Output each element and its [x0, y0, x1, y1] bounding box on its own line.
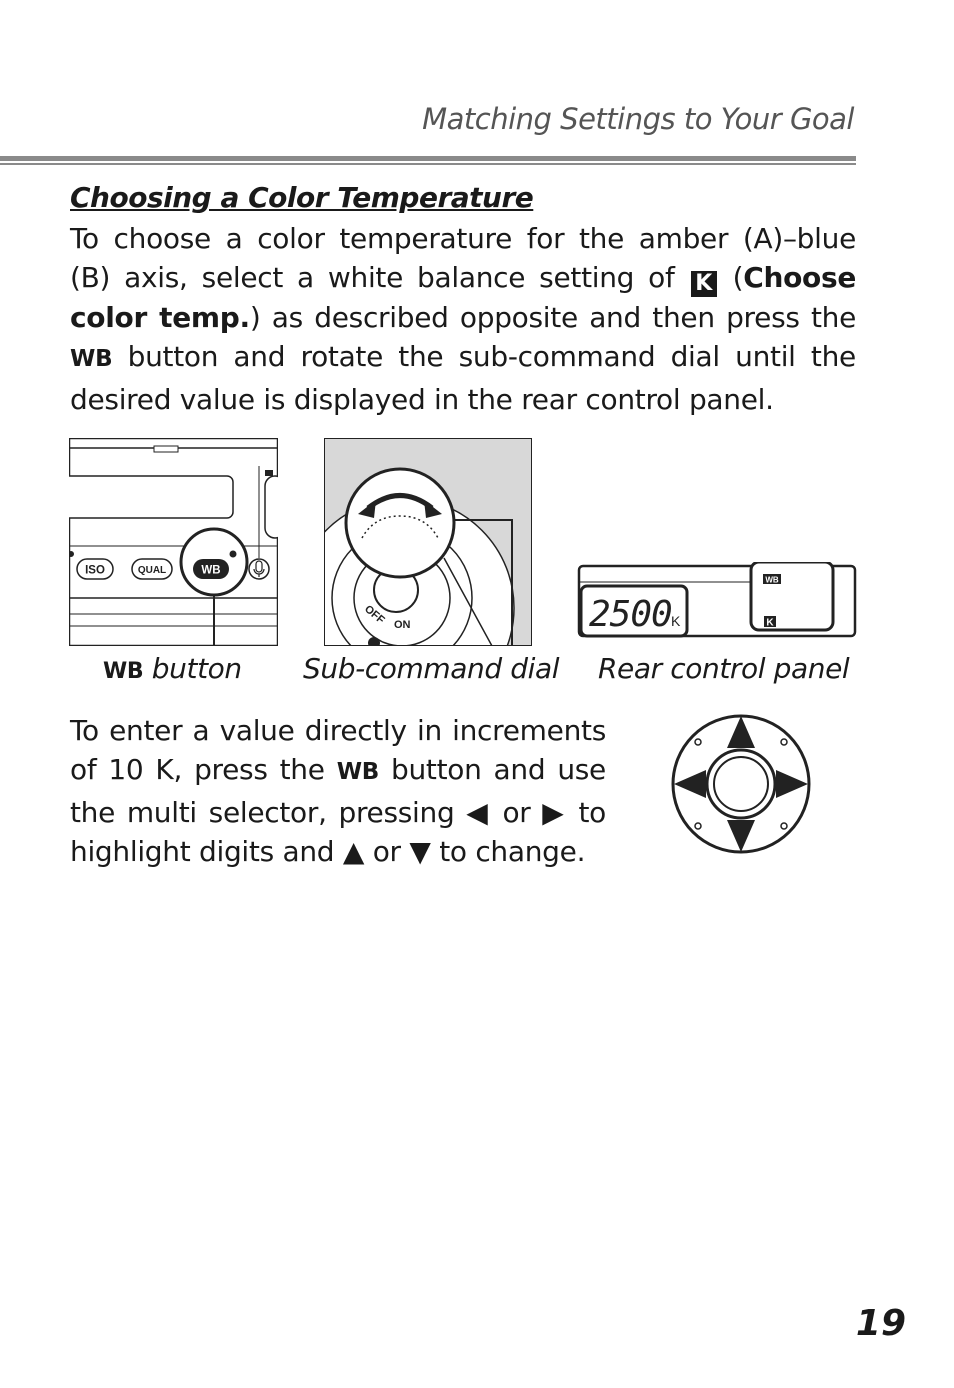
menu-option-label: Choose color temp. — [70, 261, 857, 334]
header-rule-thin — [0, 163, 856, 165]
intro-paragraph: To choose a color temperature for the am… — [70, 222, 857, 416]
wb-button-caption: WB button — [103, 652, 242, 685]
iso-label: ISO — [85, 565, 105, 577]
wb-key-glyph: WB — [103, 659, 144, 684]
page-number: 19 — [855, 1303, 906, 1344]
multi-selector-icon — [671, 714, 811, 854]
section-heading: Choosing a Color Temperature — [70, 181, 534, 214]
wb-key-glyph: WB — [70, 346, 113, 373]
right-arrow-icon: ▶ — [542, 795, 567, 829]
wb-button-illustration: ISO QUAL WB — [69, 438, 278, 646]
rear-control-panel-caption: Rear control panel — [598, 652, 850, 685]
sub-command-dial-caption: Sub-command dial — [303, 652, 560, 685]
wb-button-label: WB — [201, 565, 220, 577]
header-rule — [0, 156, 856, 161]
rear-control-panel-illustration: 2500 K WB K — [577, 562, 857, 638]
sub-command-dial-illustration: OFF ON — [324, 438, 532, 646]
on-label: ON — [394, 619, 411, 631]
down-arrow-icon: ▼ — [409, 835, 431, 869]
wb-key-glyph: WB — [336, 759, 380, 786]
k-badge: K — [766, 618, 774, 629]
left-arrow-icon: ◀ — [466, 795, 491, 829]
up-arrow-icon: ▲ — [342, 835, 365, 869]
rear-panel-unit: K — [671, 613, 681, 629]
multi-selector-paragraph: To enter a value directly in increments … — [70, 714, 606, 869]
wb-badge: WB — [765, 576, 779, 585]
running-header: Matching Settings to Your Goal — [422, 102, 854, 136]
qual-label: QUAL — [138, 565, 166, 576]
k-icon: K — [690, 271, 717, 298]
rear-panel-value: 2500 — [589, 594, 672, 635]
